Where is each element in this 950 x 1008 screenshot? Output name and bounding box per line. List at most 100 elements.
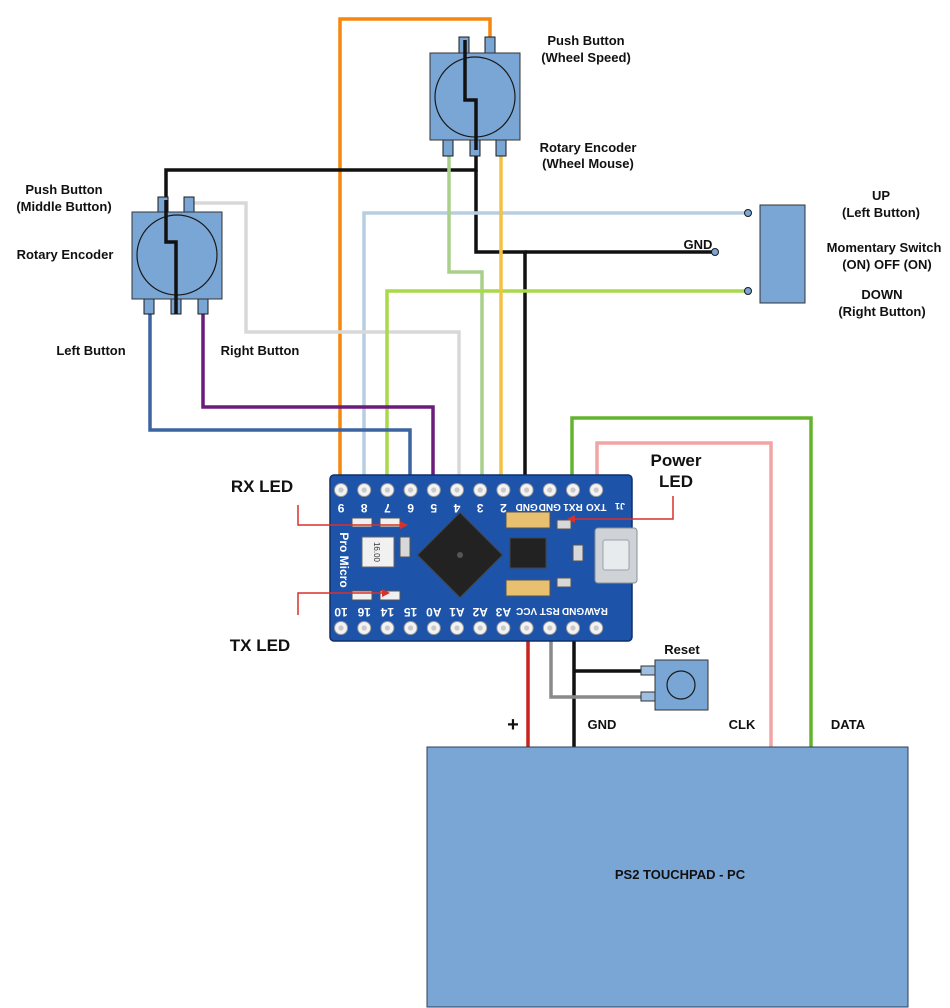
- momentary-switch-label: Momentary Switch: [827, 240, 942, 255]
- bottom-pin-label: A2: [472, 605, 488, 619]
- power-led-label: Power: [650, 451, 701, 470]
- wire-dark-blue: [148, 310, 412, 487]
- top-pin-hole: [338, 487, 344, 493]
- momentary-switch-sublabel: (ON) OFF (ON): [842, 257, 932, 272]
- down-sublabel: (Right Button): [838, 304, 925, 319]
- top-pin-hole: [454, 487, 460, 493]
- rotary-wheel-sublabel: (Wheel Mouse): [542, 156, 634, 171]
- bottom-pin-label: GND: [562, 605, 584, 616]
- top-pin-hole: [547, 487, 553, 493]
- top-pin-hole: [384, 487, 390, 493]
- top-pin-label: TXO: [586, 501, 607, 512]
- data-label: DATA: [831, 717, 866, 732]
- top-pin-label: RX1: [563, 501, 583, 512]
- wire-pink-clk: [595, 441, 773, 748]
- wire-lime: [385, 289, 748, 487]
- rx-led-label: RX LED: [231, 477, 293, 496]
- top-pin-hole: [524, 487, 530, 493]
- bottom-pin-hole: [361, 625, 367, 631]
- led-pointers: [297, 496, 674, 615]
- top-pin-hole: [500, 487, 506, 493]
- clk-label: CLK: [729, 717, 756, 732]
- top-pin-label: 4: [453, 501, 460, 515]
- down-label: DOWN: [861, 287, 902, 302]
- wire-light-gray: [193, 201, 461, 487]
- bottom-pin-hole: [570, 625, 576, 631]
- wire-green-data: [570, 416, 813, 748]
- top-pin-label: 7: [384, 501, 391, 515]
- bottom-pin-label: 16: [357, 605, 371, 619]
- top-pin-label: GND: [539, 501, 561, 512]
- bottom-pin-label: RST: [540, 605, 560, 616]
- power-led-arrow: [575, 496, 674, 520]
- top-pin-hole: [570, 487, 576, 493]
- top-pin-label: 6: [407, 501, 414, 515]
- bottom-pin-hole: [477, 625, 483, 631]
- rotary-wheel-label: Rotary Encoder: [540, 140, 637, 155]
- ps2-touchpad-box: [426, 746, 909, 1008]
- push-button-wheel-sublabel: (Wheel Speed): [541, 50, 631, 65]
- rx-led-arrow: [297, 505, 400, 526]
- top-pin-label: 3: [477, 501, 484, 515]
- top-pin-label: GND: [515, 501, 537, 512]
- push-button-wheel-label: Push Button: [547, 33, 624, 48]
- rotary-encoder-middle: [131, 196, 223, 315]
- bottom-pin-hole: [547, 625, 553, 631]
- push-button-middle-label: Push Button: [25, 182, 102, 197]
- bottom-pin-label: 10: [334, 605, 348, 619]
- momentary-switch: [711, 204, 806, 304]
- tx-led-label: TX LED: [230, 636, 290, 655]
- bottom-pin-label: RAW: [584, 605, 608, 616]
- top-pin-hole: [431, 487, 437, 493]
- top-pin-hole: [593, 487, 599, 493]
- reset-label: Reset: [664, 642, 700, 657]
- gnd-bottom-label: GND: [588, 717, 617, 732]
- vcc-plus-label: +: [507, 714, 519, 736]
- crystal-label: 16.00: [372, 542, 381, 563]
- reset-button: [640, 659, 709, 711]
- rotary-middle-label: Rotary Encoder: [17, 247, 114, 262]
- wire-purple: [201, 310, 435, 487]
- tx-led-arrow: [297, 592, 382, 615]
- wire-light-blue: [362, 211, 748, 487]
- up-label: UP: [872, 188, 890, 203]
- bottom-pin-hole: [431, 625, 437, 631]
- wires: [148, 17, 813, 748]
- wire-light-green: [447, 155, 484, 487]
- left-button-label: Left Button: [56, 343, 125, 358]
- power-led-sublabel: LED: [659, 472, 693, 491]
- board-name: Pro Micro: [337, 532, 351, 587]
- bottom-pin-hole: [524, 625, 530, 631]
- board-j1-label: J1: [615, 501, 625, 511]
- top-pin-label: 5: [430, 501, 437, 515]
- labels: Push Button (Wheel Speed) Rotary Encoder…: [16, 33, 941, 882]
- bottom-pin-hole: [408, 625, 414, 631]
- top-pin-label: 2: [500, 501, 507, 515]
- top-pin-hole: [408, 487, 414, 493]
- bottom-pin-label: 14: [380, 605, 394, 619]
- top-pin-label: 9: [337, 501, 344, 515]
- up-sublabel: (Left Button): [842, 205, 920, 220]
- wire-gray-rst: [549, 628, 648, 699]
- top-pin-hole: [361, 487, 367, 493]
- bottom-pin-label: A0: [426, 605, 442, 619]
- wire-orange: [338, 17, 492, 487]
- bottom-pin-label: VCC: [516, 605, 537, 616]
- rotary-encoder-wheel: [429, 36, 521, 157]
- bottom-pin-label: A1: [449, 605, 465, 619]
- bottom-pin-hole: [593, 625, 599, 631]
- bottom-pin-hole: [384, 625, 390, 631]
- bottom-pin-hole: [454, 625, 460, 631]
- bottom-pin-label: A3: [495, 605, 511, 619]
- gnd-switch-label: GND: [684, 237, 713, 252]
- right-button-label: Right Button: [221, 343, 300, 358]
- push-button-middle-sublabel: (Middle Button): [16, 199, 111, 214]
- top-pin-hole: [477, 487, 483, 493]
- bottom-pin-hole: [500, 625, 506, 631]
- bottom-pin-hole: [338, 625, 344, 631]
- bottom-pin-label: 15: [404, 605, 418, 619]
